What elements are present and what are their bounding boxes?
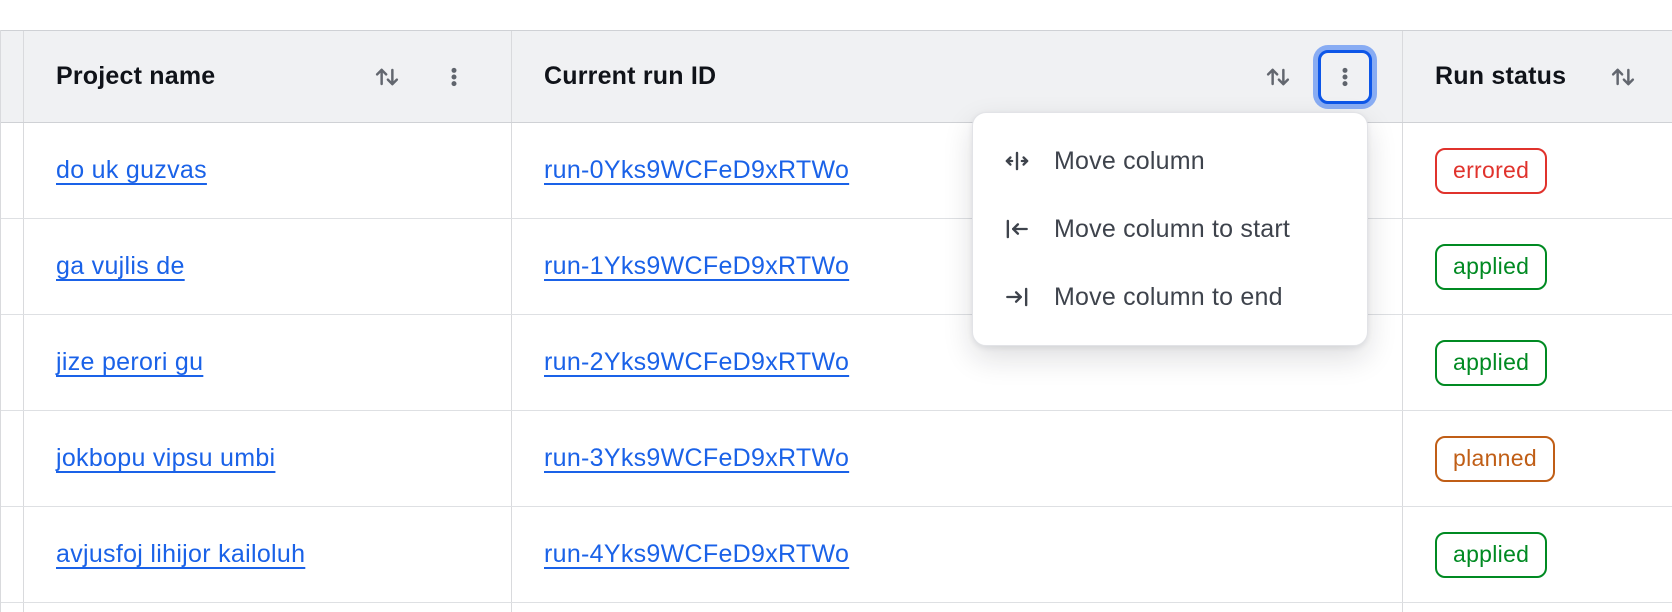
- sort-arrows-icon: [1266, 68, 1290, 85]
- menu-item-move-column-to-start[interactable]: Move column to start: [973, 195, 1367, 263]
- table-row: ga vujlis de run-1Yks9WCFeD9xRTWo applie…: [1, 219, 1672, 315]
- status-badge: applied: [1435, 339, 1548, 386]
- sort-arrows-icon: [1611, 68, 1635, 85]
- move-column-to-end-icon: [1003, 283, 1031, 311]
- project-name-header-cell: Project name: [24, 31, 512, 122]
- project-link[interactable]: jokbopu vipsu umbi: [56, 444, 276, 472]
- move-column-to-start-icon: [1003, 215, 1031, 243]
- current-run-id-header-cell: Current run ID: [512, 31, 1403, 122]
- move-column-icon: [1003, 147, 1031, 175]
- kebab-menu-icon: [451, 67, 457, 86]
- status-badge: planned: [1435, 435, 1555, 482]
- column-context-menu: Move column Move column to start Move co…: [972, 112, 1368, 346]
- menu-item-move-column[interactable]: Move column: [973, 127, 1367, 195]
- project-name-column-menu-button[interactable]: [427, 50, 481, 104]
- menu-item-label: Move column: [1054, 146, 1205, 175]
- project-link[interactable]: avjusfoj lihijor kailoluh: [56, 540, 306, 568]
- run-status-column-label: Run status: [1435, 62, 1567, 90]
- table-header-row: Project name Current: [1, 30, 1672, 123]
- current-run-id-sort-button[interactable]: [1258, 57, 1298, 97]
- status-badge: errored: [1435, 147, 1548, 194]
- run-id-link[interactable]: run-2Yks9WCFeD9xRTWo: [544, 348, 850, 376]
- current-run-id-column-label: Current run ID: [544, 62, 717, 90]
- run-status-header-cell: Run status: [1403, 31, 1672, 122]
- project-link[interactable]: do uk guzvas: [56, 156, 207, 184]
- table-row: do uk guzvas run-0Yks9WCFeD9xRTWo errore…: [1, 123, 1672, 219]
- current-run-id-column-menu-button[interactable]: [1318, 49, 1372, 104]
- project-link[interactable]: jize perori gu: [56, 348, 204, 376]
- project-name-column-label: Project name: [56, 62, 216, 90]
- menu-item-move-column-to-end[interactable]: Move column to end: [973, 263, 1367, 331]
- runs-table: Project name Current: [0, 30, 1672, 612]
- menu-item-label: Move column to start: [1054, 214, 1291, 243]
- table-row: jokbopu vipsu umbi run-3Yks9WCFeD9xRTWo …: [1, 411, 1672, 507]
- project-name-sort-button[interactable]: [367, 57, 407, 97]
- sort-arrows-icon: [375, 68, 399, 85]
- table-row: [1, 603, 1672, 612]
- status-badge: applied: [1435, 531, 1548, 578]
- menu-item-label: Move column to end: [1054, 282, 1283, 311]
- project-link[interactable]: ga vujlis de: [56, 252, 185, 280]
- run-id-link[interactable]: run-3Yks9WCFeD9xRTWo: [544, 444, 850, 472]
- table-row: jize perori gu run-2Yks9WCFeD9xRTWo appl…: [1, 315, 1672, 411]
- run-id-link[interactable]: run-4Yks9WCFeD9xRTWo: [544, 540, 850, 568]
- status-badge: applied: [1435, 243, 1548, 290]
- gutter-header-cell: [1, 31, 24, 122]
- run-id-link[interactable]: run-0Yks9WCFeD9xRTWo: [544, 156, 850, 184]
- run-status-sort-button[interactable]: [1603, 57, 1643, 97]
- kebab-menu-icon: [1342, 67, 1348, 86]
- table-row: avjusfoj lihijor kailoluh run-4Yks9WCFeD…: [1, 507, 1672, 603]
- run-id-link[interactable]: run-1Yks9WCFeD9xRTWo: [544, 252, 850, 280]
